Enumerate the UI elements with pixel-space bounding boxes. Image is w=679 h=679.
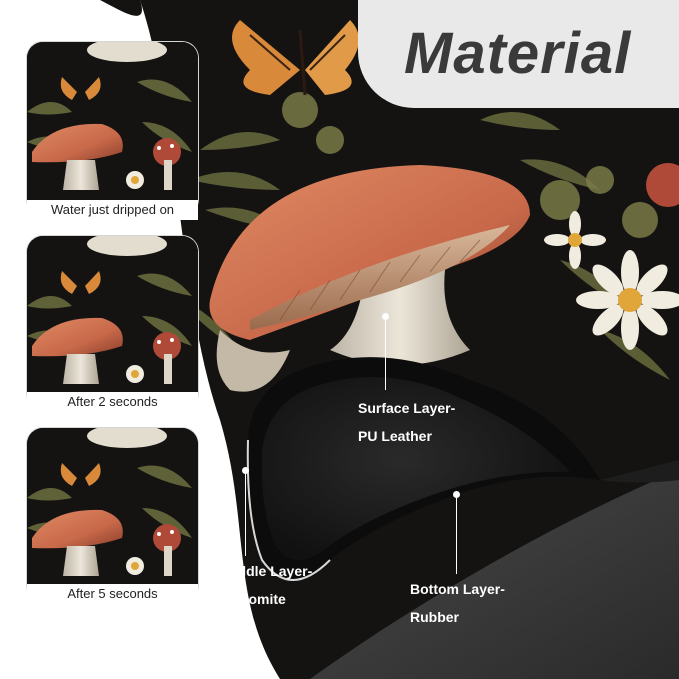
layer-name: Middle Layer- [222,563,313,579]
title-banner [358,0,679,108]
callout-line [245,474,246,556]
callout-dot [453,491,460,498]
daisy-graphic [544,211,679,350]
layer-name: Bottom Layer- [410,581,505,597]
mushroom-graphic [209,165,530,392]
callout-dot [242,467,249,474]
surface-layer-label: Surface Layer- PU Leather [358,394,455,450]
layer-name: Surface Layer- [358,400,456,416]
thumbnail-illustration [27,236,198,409]
curled-mat-corner [246,357,679,581]
layer-material: PU Leather [358,428,432,444]
thumbnail-illustration [27,42,198,215]
thumbnail-illustration [27,428,198,601]
thumbnail-caption: After 5 seconds [27,584,198,604]
callout-line [385,320,386,390]
layer-material: Diatomite [222,591,286,607]
thumbnail-caption: Water just dripped on [27,200,198,220]
callout-line [456,498,457,574]
butterfly-graphic [232,20,359,96]
thumbnail-caption: After 2 seconds [27,392,198,412]
middle-layer-label: Middle Layer- Diatomite [222,557,312,613]
water-test-thumbnail-2 [27,236,198,409]
layer-material: Rubber [410,609,459,625]
bottom-layer-label: Bottom Layer- Rubber [410,575,505,631]
water-test-thumbnail-3 [27,428,198,601]
water-test-thumbnail-1 [27,42,198,215]
callout-dot [382,313,389,320]
page-title: Material [404,21,632,86]
